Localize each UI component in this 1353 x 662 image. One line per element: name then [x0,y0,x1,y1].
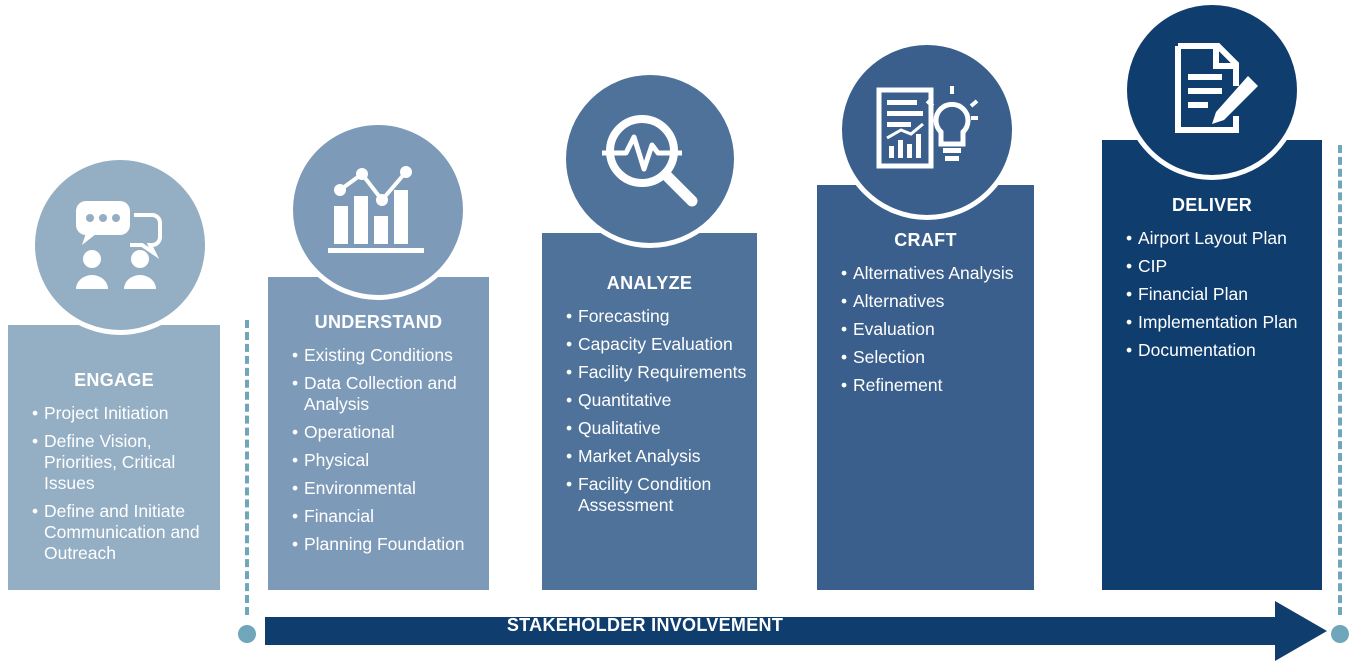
list-item: Forecasting [566,306,754,327]
phase-craft-list: Alternatives AnalysisAlternativesEvaluat… [841,263,1031,403]
phase-deliver-title: DELIVER [1171,195,1253,215]
list-item: Implementation Plan [1126,312,1316,333]
list-item: Alternatives [841,291,1031,312]
list-item: Refinement [841,375,1031,396]
list-item: Quantitative [566,390,754,411]
phase-understand-title: UNDERSTAND [314,312,443,332]
phase-deliver-box [1102,140,1322,590]
list-item: Financial Plan [1126,284,1316,305]
list-item: Planning Foundation [292,534,484,555]
list-item: Financial [292,506,484,527]
phase-analyze-list: ForecastingCapacity EvaluationFacility R… [566,306,754,523]
timeline-end-dot [1331,625,1349,643]
list-item: Data Collection and Analysis [292,373,484,415]
phase-engage-list: Project InitiationDefine Vision, Priorit… [32,403,212,571]
stakeholder-arrow [265,601,1327,661]
list-item: Documentation [1126,340,1316,361]
stakeholder-arrow-label: STAKEHOLDER INVOLVEMENT [506,615,784,635]
phase-analyze: ANALYZE ForecastingCapacity EvaluationFa… [542,70,757,590]
phase-engage: ENGAGE Project InitiationDefine Vision, … [8,155,220,590]
phase-deliver-list: Airport Layout PlanCIP Financial PlanImpl… [1126,228,1316,368]
list-item: Capacity Evaluation [566,334,754,355]
phase-analyze-box [542,233,757,590]
report-lightbulb-icon [837,40,1017,220]
magnifier-pulse-icon [561,70,739,248]
list-item: Evaluation [841,319,1031,340]
document-pen-icon [1122,0,1302,180]
phase-craft: CRAFT Alternatives AnalysisAlternativesE… [817,40,1034,590]
people-chat-icon [30,155,210,335]
list-item: CIP [1126,256,1316,277]
timeline-start-dot [238,625,256,643]
list-item: Define and Initiate Communication and Ou… [32,501,212,564]
list-item: Market Analysis [566,446,754,467]
phase-craft-title: CRAFT [894,230,957,250]
list-item: Physical [292,450,484,471]
list-item: Facility Condition Assessment [566,474,754,516]
list-item: Existing Conditions [292,345,484,366]
phase-understand: UNDERSTAND Existing ConditionsData Colle… [268,120,489,590]
phase-engage-title: ENGAGE [74,370,154,390]
list-item: Facility Requirements [566,362,754,383]
list-item: Selection [841,347,1031,368]
list-item: Airport Layout Plan [1126,228,1316,249]
list-item: Qualitative [566,418,754,439]
list-item: Project Initiation [32,403,212,424]
bar-line-chart-icon [288,120,468,300]
phase-analyze-title: ANALYZE [606,273,693,293]
phase-understand-list: Existing ConditionsData Collection and A… [292,345,484,562]
list-item: Define Vision, Priorities, Critical Issu… [32,431,212,494]
timeline-start-dashed-line [245,320,249,615]
list-item: Alternatives Analysis [841,263,1031,284]
list-item: Environmental [292,478,484,499]
phase-deliver: DELIVER Airport Layout PlanCIP Financial … [1102,0,1322,590]
timeline-end-dashed-line [1338,145,1342,615]
list-item: Operational [292,422,484,443]
